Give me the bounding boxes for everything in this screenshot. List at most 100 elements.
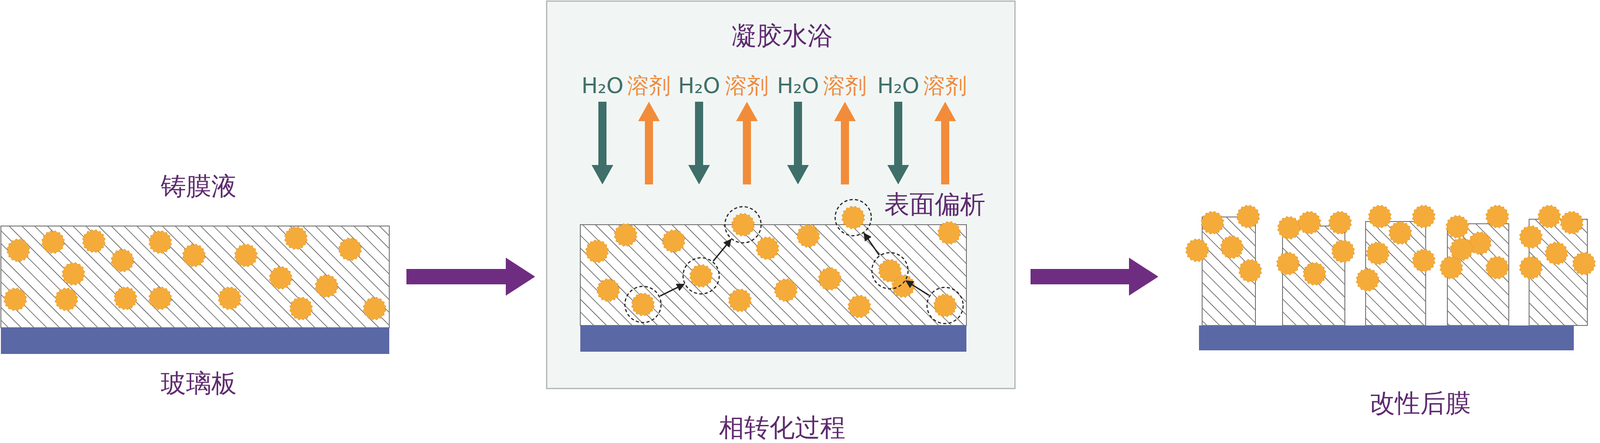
- particle: [631, 292, 655, 316]
- water-label: H₂O: [876, 73, 919, 98]
- dashed-circle: [927, 287, 964, 324]
- particle: [818, 267, 842, 291]
- particle: [61, 261, 85, 285]
- particle: [1446, 214, 1470, 238]
- segregation-arrow: [713, 239, 731, 262]
- particle: [597, 278, 621, 302]
- panel-fill: [545, 0, 1016, 389]
- particle: [755, 236, 780, 260]
- particle: [1331, 239, 1355, 263]
- particle: [1560, 210, 1584, 234]
- solvent-label: 溶剂: [627, 73, 671, 98]
- particle: [878, 258, 902, 282]
- particle: [796, 224, 820, 248]
- process-caption: 相转化过程: [718, 412, 846, 442]
- particle: [363, 296, 387, 320]
- solvent-label: 溶剂: [923, 73, 967, 98]
- particle: [114, 286, 138, 310]
- membrane-label: 改性后膜: [1369, 388, 1471, 418]
- particle: [1412, 248, 1436, 272]
- glass-plate: [580, 325, 967, 352]
- particle: [148, 286, 172, 310]
- particle: [728, 288, 752, 312]
- particles: [3, 205, 1596, 320]
- segregation-arrow: [863, 233, 880, 255]
- particle: [3, 287, 27, 311]
- membrane-pillars: [1202, 216, 1588, 326]
- water-arrow: [787, 101, 809, 185]
- particle: [847, 294, 871, 318]
- particle: [1328, 210, 1352, 234]
- casting-film: [0, 225, 390, 328]
- particle: [689, 264, 713, 288]
- particle: [1200, 210, 1224, 234]
- particle: [585, 239, 609, 263]
- water-label: H₂O: [776, 73, 819, 98]
- film-label: 铸膜液: [160, 171, 237, 201]
- solvent-arrow: [638, 101, 660, 185]
- particle: [1485, 256, 1509, 280]
- process-arrow: [1030, 257, 1159, 296]
- particle: [1276, 251, 1300, 276]
- particle: [774, 278, 798, 302]
- particle: [111, 248, 135, 272]
- dashed-circle: [683, 257, 720, 294]
- particle: [234, 243, 258, 267]
- particle: [1485, 205, 1509, 229]
- particle: [269, 265, 293, 290]
- particle: [1412, 205, 1436, 229]
- particle: [1185, 238, 1209, 262]
- particle: [182, 243, 206, 267]
- particle: [1368, 205, 1392, 229]
- dashed-circle: [834, 199, 872, 236]
- particle: [1297, 210, 1321, 234]
- particle: [1236, 205, 1260, 229]
- particle: [731, 213, 755, 237]
- particle: [315, 274, 339, 298]
- water-arrow: [688, 101, 710, 185]
- particle: [1302, 261, 1326, 285]
- particle: [1544, 241, 1568, 265]
- particle: [662, 229, 686, 253]
- particle: [289, 296, 313, 320]
- plate-label: 玻璃板: [160, 368, 237, 398]
- particle: [1519, 225, 1543, 249]
- water-label: H₂O: [677, 73, 720, 98]
- flux-arrows: [591, 101, 957, 185]
- particle: [1388, 221, 1412, 245]
- particle: [54, 287, 78, 311]
- process-arrow: [406, 257, 536, 296]
- panel-heading: 凝胶水浴: [731, 21, 833, 51]
- particle: [41, 230, 65, 254]
- dashed-circle: [872, 252, 909, 289]
- particle: [284, 226, 308, 250]
- particle: [82, 229, 106, 253]
- particle: [933, 293, 957, 317]
- solvent-arrow: [934, 101, 957, 185]
- particle: [1519, 256, 1543, 280]
- particle: [1277, 216, 1301, 240]
- solvent-label: 溶剂: [725, 73, 769, 98]
- particle: [218, 286, 242, 310]
- segregation-arrow: [905, 280, 929, 295]
- membrane-pillar: [1282, 225, 1345, 326]
- particle: [841, 205, 865, 229]
- particle: [1366, 241, 1390, 265]
- water-label: H₂O: [581, 73, 624, 98]
- particle: [1220, 235, 1244, 259]
- film: [580, 224, 967, 326]
- solvent-arrow: [736, 101, 758, 185]
- water-arrow: [591, 101, 614, 185]
- dashed-circle: [724, 206, 761, 243]
- segregation-label: 表面偏析: [884, 189, 986, 219]
- particle: [614, 223, 638, 247]
- particle: [1238, 258, 1262, 282]
- glass-plate: [0, 327, 390, 354]
- particle: [148, 230, 172, 254]
- dashed-circle: [625, 285, 662, 322]
- glass-plate: [1198, 325, 1574, 350]
- particle: [6, 238, 30, 262]
- particle: [1450, 237, 1474, 261]
- particle: [1356, 268, 1380, 292]
